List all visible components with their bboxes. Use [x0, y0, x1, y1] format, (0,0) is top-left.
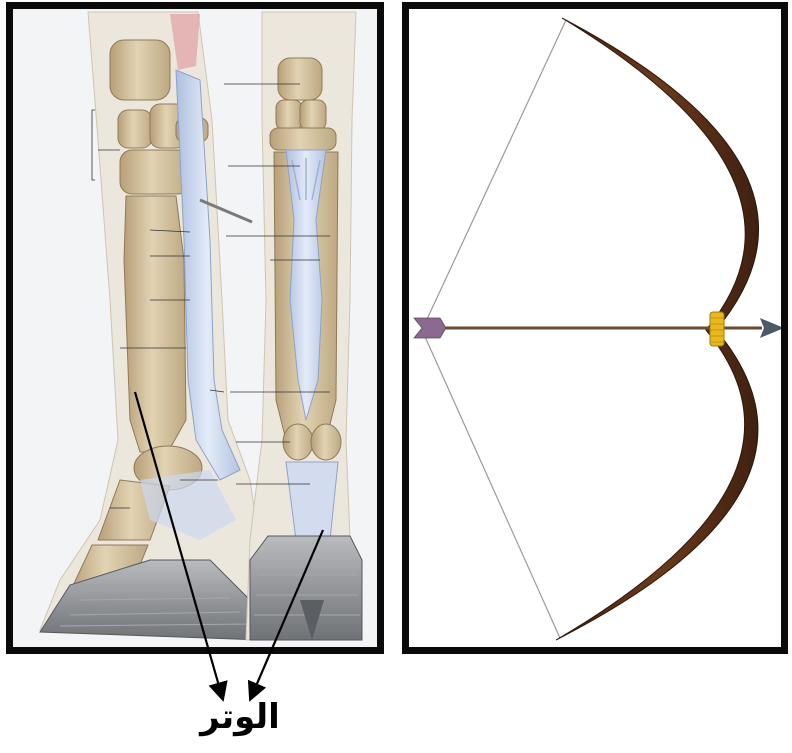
leg-anatomy-panel	[6, 2, 384, 654]
bow-grip	[710, 312, 724, 346]
tendon-caption: الوتر	[150, 697, 330, 737]
bow-panel	[402, 2, 788, 654]
cannon-bone	[124, 196, 186, 452]
front-hoof	[250, 536, 362, 640]
